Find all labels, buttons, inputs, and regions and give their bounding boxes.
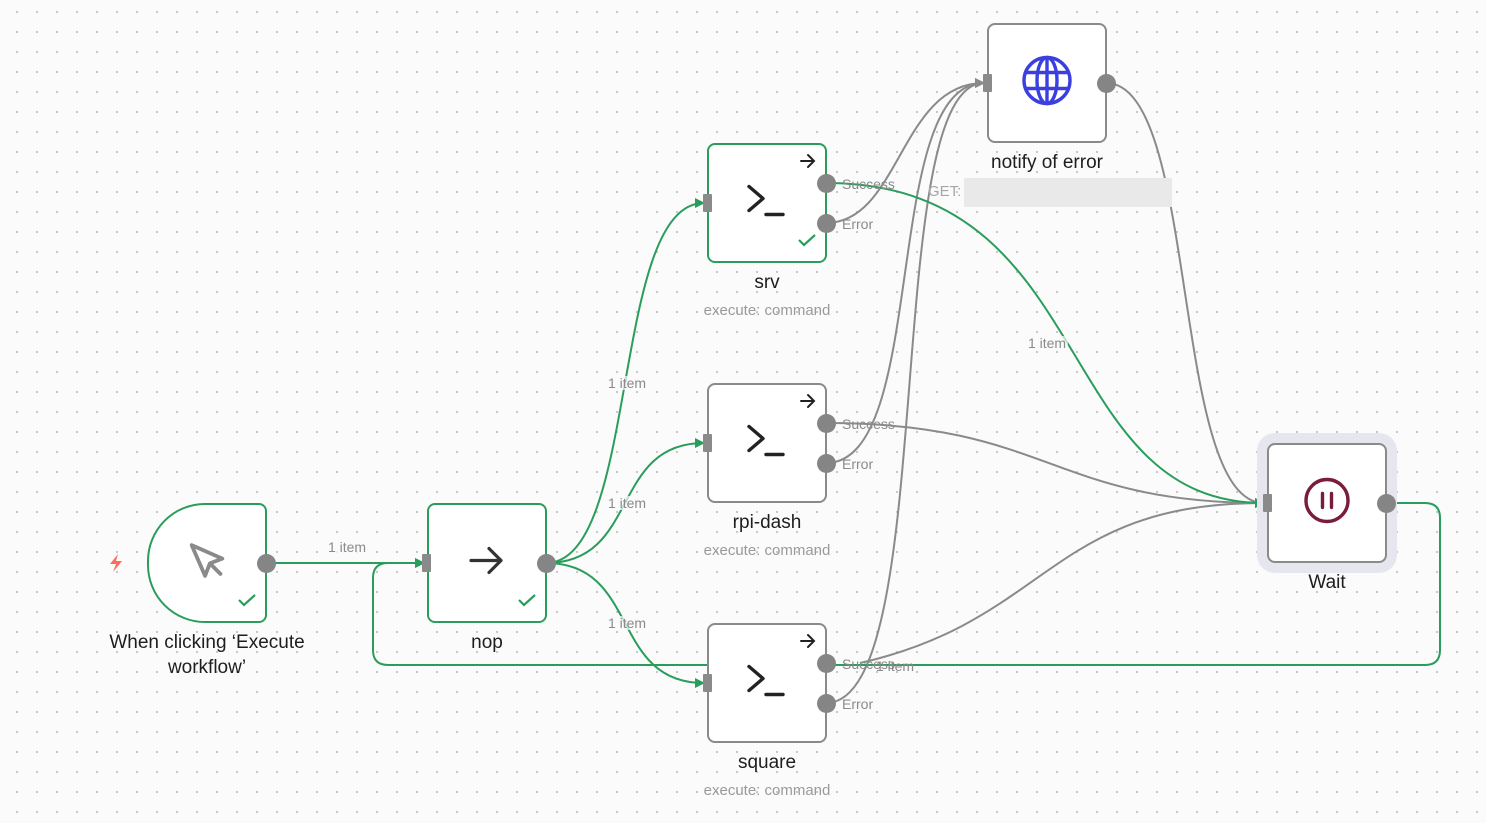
edge-wait-loop-to-nop[interactable] [372,502,1441,666]
node-trigger[interactable] [147,503,267,623]
square-error-handle[interactable] [817,694,836,713]
srv-error-label: Error [842,216,874,232]
edge-square-error-to-notify[interactable] [825,78,985,704]
node-title-wait: Wait [1308,572,1346,593]
node-wait[interactable] [1267,443,1387,563]
node-notify-of-error[interactable] [987,23,1107,143]
node-subtitle-square: execute: command [703,782,831,799]
execute-node-icon[interactable] [799,393,817,414]
nop-input-handle[interactable] [422,554,431,572]
srv-error-handle[interactable] [817,214,836,233]
node-subtitle-rpi-dash: execute: command [703,542,831,559]
globe-icon [1021,55,1073,112]
node-title-notify: notify of error [991,152,1103,173]
edge-rpi-success-to-wait[interactable] [825,422,1265,508]
success-check-icon [237,592,257,613]
rpi-dash-error-label: Error [842,456,874,472]
srv-input-handle[interactable] [703,194,712,212]
terminal-icon [746,424,788,463]
arrow-right-icon [467,543,507,584]
node-title-nop: nop [471,632,503,653]
rpi-dash-input-handle[interactable] [703,434,712,452]
node-nop[interactable] [427,503,547,623]
square-success-label: Success [842,656,895,672]
success-check-icon [797,232,817,253]
success-check-icon [517,592,537,613]
trigger-output-handle[interactable] [257,554,276,573]
notify-output-handle[interactable] [1097,74,1116,93]
rpi-dash-success-handle[interactable] [817,414,836,433]
edge-label-nop-square: 1 item [605,615,649,631]
pause-circle-icon [1303,477,1351,530]
square-input-handle[interactable] [703,674,712,692]
node-title-srv: srv [754,272,780,293]
edge-label-nop-srv: 1 item [605,375,649,391]
node-title-rpi-dash: rpi-dash [732,512,802,533]
edge-notify-to-wait[interactable] [1105,82,1265,508]
node-srv[interactable] [707,143,827,263]
edge-rpi-error-to-notify[interactable] [825,78,985,464]
edge-square-success-to-wait[interactable] [859,498,1265,664]
srv-success-handle[interactable] [817,174,836,193]
node-rpi-dash[interactable] [707,383,827,503]
wait-output-handle[interactable] [1377,494,1396,513]
edge-label-srv-wait: 1 item [1025,335,1069,351]
square-success-handle[interactable] [817,654,836,673]
redacted-url [964,178,1172,207]
terminal-icon [746,184,788,223]
node-title-square: square [737,752,797,773]
execute-node-icon[interactable] [799,633,817,654]
node-subtitle-srv: execute: command [703,302,831,319]
notify-input-handle[interactable] [983,74,992,92]
node-subtitle-notify: GET: [928,183,962,200]
wait-input-handle[interactable] [1263,494,1272,512]
edge-label-trigger-nop: 1 item [325,539,369,555]
execute-node-icon[interactable] [799,153,817,174]
square-error-label: Error [842,696,874,712]
node-title-trigger: When clicking ‘Execute workflow’ [109,632,305,678]
node-square[interactable] [707,623,827,743]
rpi-dash-success-label: Success [842,416,895,432]
lightning-bolt-icon [106,552,126,579]
mouse-pointer-icon [184,538,230,589]
srv-success-label: Success [842,176,895,192]
nop-output-handle[interactable] [537,554,556,573]
rpi-dash-error-handle[interactable] [817,454,836,473]
edge-label-wait-loop: 1 item [875,658,915,674]
edge-label-nop-rpi: 1 item [605,495,649,511]
edge-srv-error-to-notify[interactable] [825,78,985,224]
terminal-icon [746,664,788,703]
